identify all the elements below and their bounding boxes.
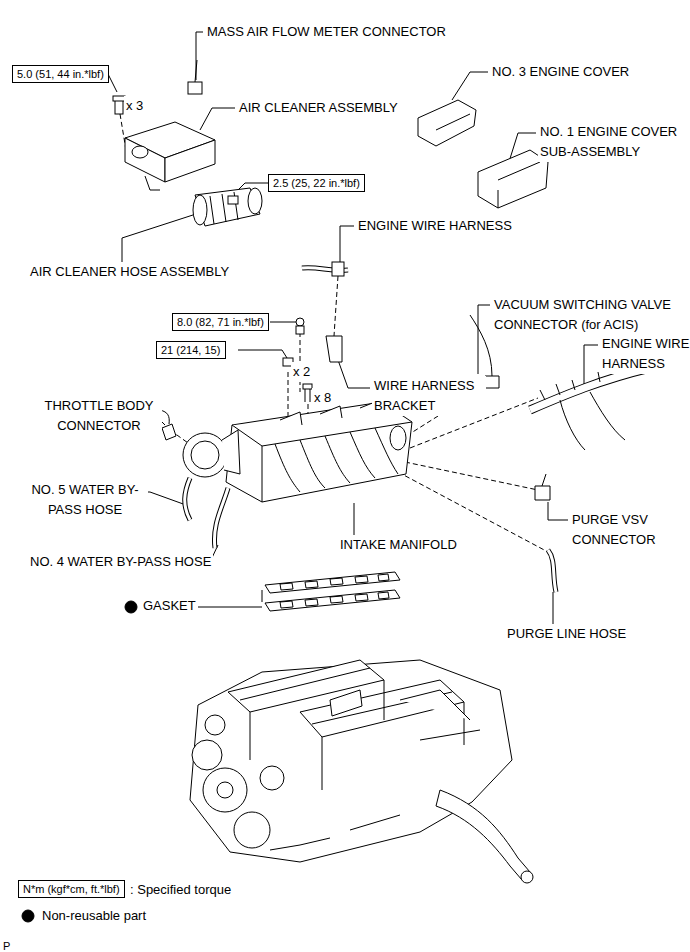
torque-value: 5.0 (51, 44 in.*lbf) <box>17 68 104 80</box>
hoses-connectors <box>160 410 228 548</box>
torque-value: 21 (214, 15) <box>161 344 220 356</box>
part-label: GASKET <box>141 596 198 616</box>
torque-spec-box: 21 (214, 15) <box>156 341 226 359</box>
torque-spec-box: 5.0 (51, 44 in.*lbf) <box>12 65 109 83</box>
torque-value: 2.5 (25, 22 in.*lbf) <box>273 177 360 189</box>
torque-spec-box: N*m (kgf*cm, ft.*lbf) <box>18 880 125 898</box>
wire-harness-top <box>283 262 348 402</box>
part-label: x 8 <box>312 388 333 408</box>
air-cleaner <box>113 96 215 190</box>
torque-value: 8.0 (82, 71 in.*lbf) <box>177 316 264 328</box>
part-label: PURGE LINE HOSE <box>505 624 628 644</box>
engine-covers <box>418 100 548 208</box>
legend-text: : Specified torque <box>130 881 231 899</box>
torque-spec-box: 8.0 (82, 71 in.*lbf) <box>172 313 269 331</box>
part-label: PURGE VSV CONNECTOR <box>570 510 684 550</box>
non-reusable-dot <box>22 910 34 922</box>
part-label: THROTTLE BODY CONNECTOR <box>36 396 162 436</box>
torque-spec-box: 2.5 (25, 22 in.*lbf) <box>268 174 365 192</box>
part-label: P <box>1 936 12 952</box>
part-label: x 3 <box>124 96 145 116</box>
legend-text: Non-reusable part <box>42 907 146 925</box>
part-label: WIRE HARNESS BRACKET <box>372 376 486 416</box>
part-label: MASS AIR FLOW METER CONNECTOR <box>205 22 448 42</box>
part-label: x 2 <box>291 362 312 382</box>
maf-connector <box>188 60 202 94</box>
part-label: ENGINE WIRE HARNESS <box>600 334 690 374</box>
part-label: NO. 1 ENGINE COVER SUB-ASSEMBLY <box>538 122 690 162</box>
part-label: NO. 3 ENGINE COVER <box>490 62 631 82</box>
part-label: INTAKE MANIFOLD <box>338 535 459 555</box>
engine-assembly <box>190 660 533 883</box>
air-cleaner-hose <box>193 188 262 226</box>
part-label: AIR CLEANER HOSE ASSEMBLY <box>28 262 231 282</box>
assembly-lines <box>120 114 548 552</box>
part-label: NO. 4 WATER BY-PASS HOSE <box>28 552 213 572</box>
part-label: VACUUM SWITCHING VALVE CONNECTOR (for AC… <box>492 295 688 335</box>
torque-value: N*m (kgf*cm, ft.*lbf) <box>23 883 120 895</box>
part-label: AIR CLEANER ASSEMBLY <box>237 98 400 118</box>
part-label: ENGINE WIRE HARNESS <box>356 216 514 236</box>
part-label: NO. 5 WATER BY-PASS HOSE <box>22 480 148 520</box>
